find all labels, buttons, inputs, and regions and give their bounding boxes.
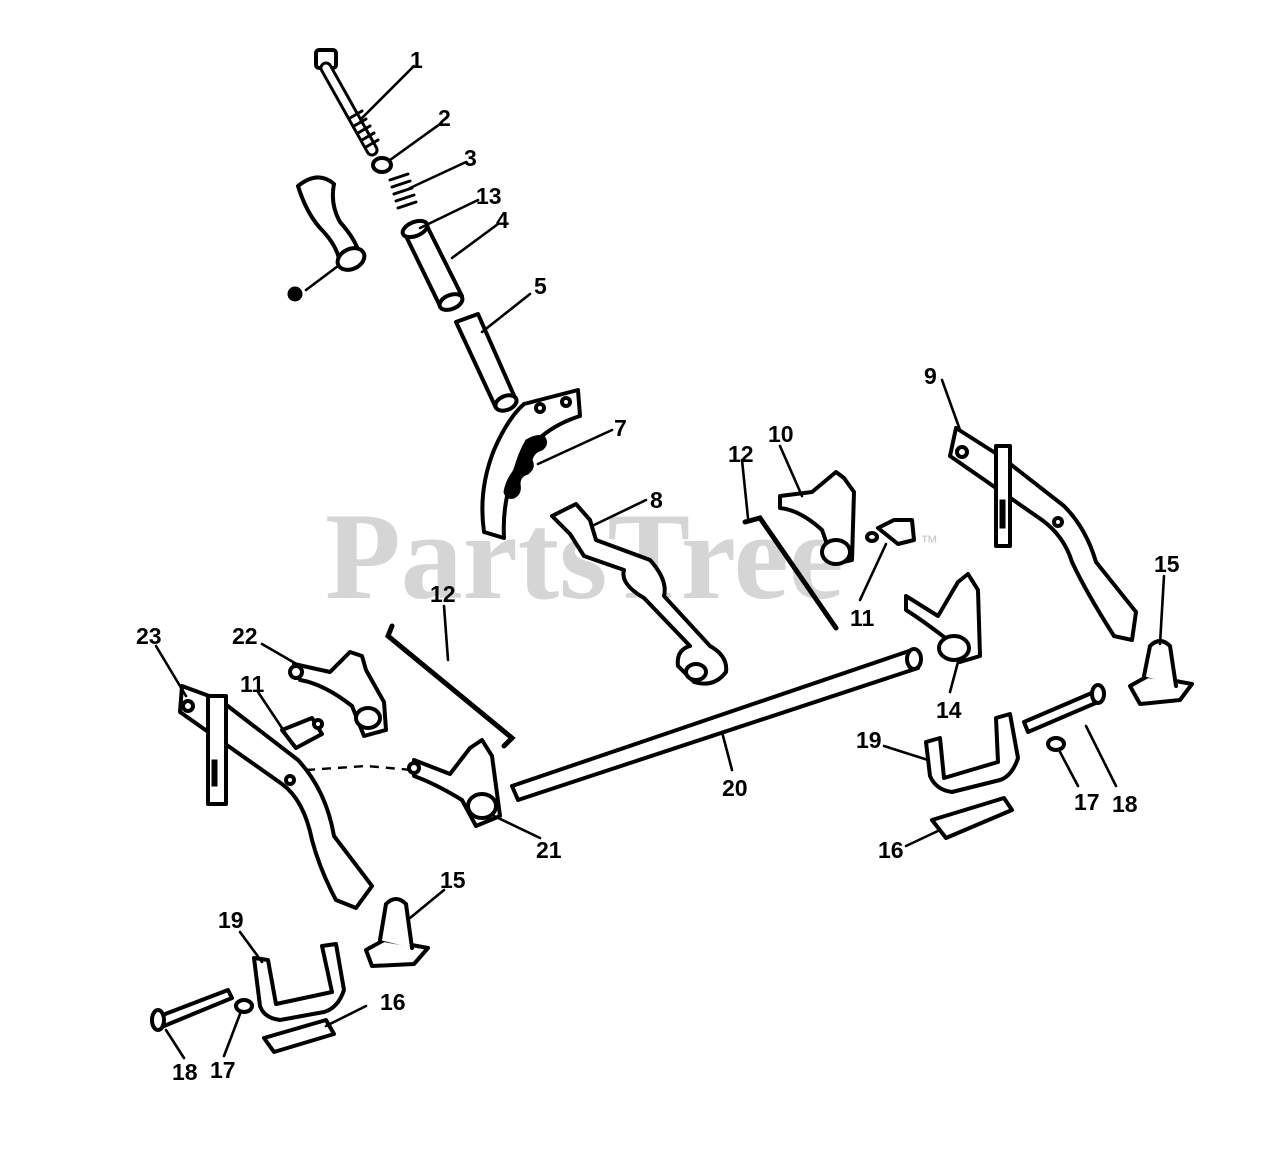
callout-4: 4	[496, 207, 509, 233]
leader-lines	[154, 64, 1166, 1060]
part-8-lever[interactable]	[550, 502, 729, 686]
part-19-bracket-right[interactable]	[924, 712, 1020, 794]
callout-14: 14	[936, 697, 962, 723]
part-20-cross-shaft[interactable]	[510, 647, 923, 802]
part-18-bolt-left[interactable]	[150, 988, 234, 1032]
part-17-washer-right[interactable]	[1046, 736, 1066, 752]
watermark-trademark: ™	[920, 532, 938, 552]
handle-grip[interactable]	[296, 175, 368, 274]
callout-10: 10	[768, 421, 794, 447]
part-5-tube[interactable]	[454, 312, 519, 414]
callout-13: 13	[476, 183, 502, 209]
callout-labels: 1 2 3 13 4 5 6 7 8 9 10 12 11 15 12 23 2…	[136, 47, 1180, 1085]
callout-20: 20	[722, 775, 748, 801]
part-7-quadrant[interactable]	[480, 388, 582, 540]
part-12-rod-lower[interactable]	[384, 623, 516, 749]
part-9-lift-arm[interactable]	[948, 426, 1138, 642]
callout-8: 8	[650, 487, 663, 513]
part-6-nut[interactable]	[287, 286, 303, 302]
part-22-bellcrank[interactable]	[288, 650, 388, 738]
callout-2: 2	[438, 105, 451, 131]
callout-11-lower: 11	[240, 671, 265, 697]
callout-17-right: 17	[1074, 789, 1100, 815]
callout-18-right: 18	[1112, 791, 1138, 817]
part-23-lift-arm[interactable]	[178, 684, 374, 910]
part-21-bellcrank[interactable]	[407, 738, 502, 828]
callout-11-upper: 11	[850, 605, 875, 631]
callout-5: 5	[534, 273, 547, 299]
part-16-plate-left[interactable]	[262, 1018, 336, 1054]
callout-19-left: 19	[218, 907, 244, 933]
callout-12-upper: 12	[728, 441, 754, 467]
callout-9: 9	[924, 363, 937, 389]
callout-7: 7	[614, 415, 627, 441]
part-15-bracket-right[interactable]	[1128, 639, 1194, 706]
callout-17-left: 17	[210, 1057, 236, 1083]
callout-23: 23	[136, 623, 162, 649]
part-11-pin-upper[interactable]	[865, 518, 916, 546]
part-2-washer[interactable]	[371, 156, 393, 174]
part-11-pin-lower[interactable]	[280, 716, 324, 750]
part-14-bellcrank[interactable]	[904, 572, 982, 664]
callout-15-left: 15	[440, 867, 466, 893]
callout-21: 21	[536, 837, 562, 863]
callout-12-lower: 12	[430, 581, 456, 607]
callout-1: 1	[410, 47, 423, 73]
callout-16-left: 16	[380, 989, 406, 1015]
part-4-sleeve[interactable]	[400, 218, 465, 313]
part-19-bracket-left[interactable]	[252, 942, 346, 1022]
part-3-spring[interactable]	[388, 172, 418, 210]
part-15-bracket-left[interactable]	[364, 897, 430, 968]
callout-15-right: 15	[1154, 551, 1180, 577]
part-16-plate-right[interactable]	[930, 796, 1014, 840]
part-10-bellcrank[interactable]	[778, 470, 856, 566]
part-18-bolt-right[interactable]	[1022, 683, 1106, 734]
callout-19-right: 19	[856, 727, 882, 753]
part-12-rod-upper[interactable]	[742, 515, 839, 631]
part-1-bolt[interactable]	[314, 48, 380, 157]
callout-3: 3	[464, 145, 477, 171]
callout-22: 22	[232, 623, 258, 649]
callout-18-left: 18	[172, 1059, 198, 1085]
callout-16-right: 16	[878, 837, 904, 863]
part-17-washer-left[interactable]	[234, 998, 254, 1014]
